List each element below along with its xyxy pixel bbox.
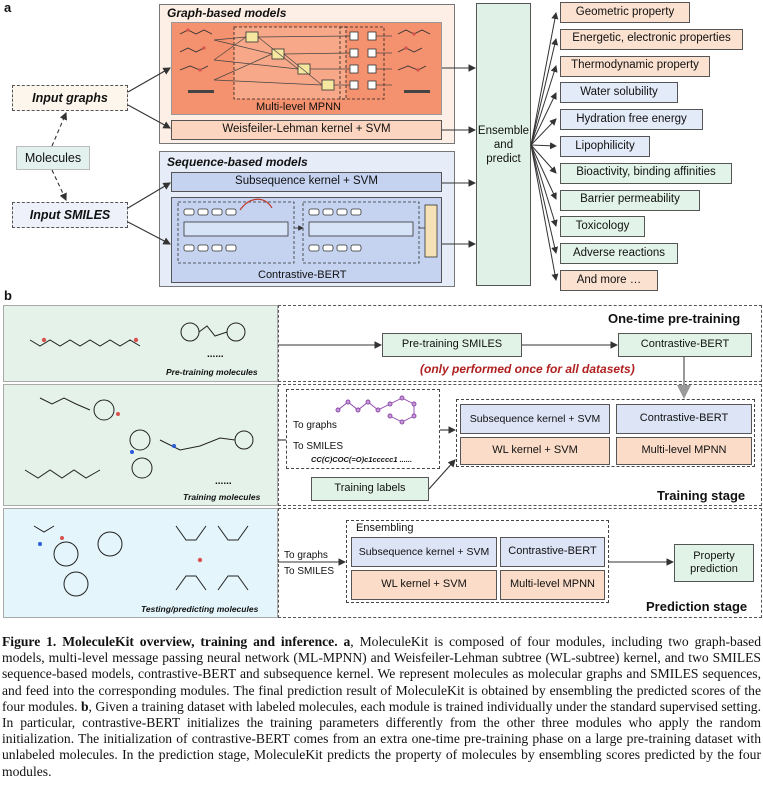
input-smiles-label: Input SMILES [29,207,111,222]
training-mpnn-label: Multi-level MPNN [641,444,727,457]
property-prediction-line-1: Property [693,550,735,562]
training-frame [278,384,762,506]
prediction-to-graphs: To graphs [284,550,328,561]
pretraining-molecules-caption: Pre-training molecules [166,367,258,377]
sequence-models-title: Sequence-based models [167,155,308,169]
molecules-box: Molecules [16,146,90,170]
panel-b-label: b [4,288,12,303]
figure-caption: Figure 1. MoleculeKit overview, training… [2,634,761,780]
property-item: Geometric property [560,2,690,23]
training-to-smiles: To SMILES [293,441,344,452]
property-label: Thermodynamic property [571,59,699,72]
graph-models-title: Graph-based models [167,6,287,20]
ensemble-to-property-arrows [530,12,559,281]
prediction-wl-box: WL kernel + SVM [351,570,497,600]
molecules-label: Molecules [24,150,82,165]
subseq-kernel-label: Subsequence kernel + SVM [235,175,378,188]
training-title: Training stage [657,488,746,503]
pretraining-ellipsis: ...... [207,349,224,360]
property-label: Water solubility [580,85,658,98]
pretraining-bert-box: Contrastive-BERT [618,333,752,357]
training-labels-box: Training labels [311,477,429,501]
ensemble-line-2: and [493,138,514,151]
training-to-graphs: To graphs [293,420,337,431]
training-input-frame [286,389,440,469]
training-molecules-caption: Training molecules [183,492,261,502]
ensembling-title: Ensembling [356,522,414,534]
property-item: Toxicology [560,216,645,238]
prediction-bert-box: Contrastive-BERT [500,537,605,567]
training-subseq-box: Subsequence kernel + SVM [460,404,610,434]
ensemble-line-1: Ensemble [477,124,530,137]
property-label: And more … [576,273,642,286]
training-smiles-example: CC(C)COC(=O)c1ccccc1 ...... [311,455,413,464]
contrastive-bert-caption: Contrastive-BERT [258,269,347,281]
training-modules-frame [456,399,755,467]
input-smiles-box: Input SMILES [12,202,128,228]
training-wl-box: WL kernel + SVM [460,437,610,465]
training-ellipsis: ...... [215,476,232,487]
caption-part-a: , MoleculeKit is composed of four module… [2,634,762,714]
property-item: Hydration free energy [560,109,703,131]
property-label: Barrier permeability [580,193,680,206]
pretraining-smiles-box: Pre-training SMILES [382,333,522,357]
pretraining-bert-label: Contrastive-BERT [640,338,730,351]
training-mpnn-box: Multi-level MPNN [616,437,752,465]
prediction-molecules-caption: Testing/predicting molecules [141,604,259,614]
ensembling-frame [346,520,609,603]
prediction-wl-label: WL kernel + SVM [381,578,467,591]
property-prediction-box: Property prediction [674,544,754,582]
property-item: Bioactivity, binding affinities [560,162,732,184]
training-bert-label: Contrastive-BERT [639,412,729,425]
caption-part-b-label: b [77,698,89,714]
prediction-bert-label: Contrastive-BERT [508,545,597,558]
property-item: Thermodynamic property [560,55,710,77]
prediction-mpnn-box: Multi-level MPNN [500,570,605,600]
wl-kernel-label: Weisfeiler-Lehman kernel + SVM [222,123,391,136]
property-label: Energetic, electronic properties [572,32,731,45]
pretraining-smiles-label: Pre-training SMILES [401,338,503,351]
property-label: Hydration free energy [576,112,687,125]
prediction-subseq-label: Subsequence kernel + SVM [358,545,490,558]
property-label: Geometric property [575,5,675,18]
training-wl-label: WL kernel + SVM [492,444,578,457]
prediction-title: Prediction stage [646,599,748,614]
caption-lead: Figure 1. [2,634,57,649]
prediction-to-smiles: To SMILES [284,566,335,577]
training-subseq-label: Subsequence kernel + SVM [469,412,601,425]
caption-part-a-label: a [337,634,351,649]
property-item: Lipophilicity [560,136,650,157]
ensemble-box: Ensemble and predict [476,3,531,286]
property-label: Toxicology [575,219,630,232]
property-label: Adverse reactions [572,246,666,259]
caption-part-b: , Given a training dataset with labeled … [2,698,761,779]
prediction-molecules-panel [3,508,278,618]
property-label: Bioactivity, binding affinities [576,166,716,179]
property-item: Adverse reactions [560,243,678,265]
input-graphs-box: Input graphs [12,85,128,111]
property-label: Lipophilicity [575,139,635,152]
prediction-mpnn-label: Multi-level MPNN [510,578,595,591]
training-labels-label: Training labels [334,482,406,495]
mpnn-caption: Multi-level MPNN [256,101,341,113]
property-prediction-line-2: prediction [690,563,738,575]
pretraining-title: One-time pre-training [608,311,741,326]
subseq-kernel-box: Subsequence kernel + SVM [171,172,442,192]
training-molecules-panel [3,384,278,506]
pretraining-note: (only performed once for all datasets) [420,362,635,376]
property-item: And more … [560,270,658,291]
input-graphs-label: Input graphs [32,90,108,105]
panel-a-label: a [4,0,12,15]
property-item: Energetic, electronic properties [560,28,743,50]
pretraining-frame [278,305,762,382]
property-item: Water solubility [560,82,678,104]
training-bert-box: Contrastive-BERT [616,404,752,434]
prediction-frame [278,508,762,618]
wl-kernel-box: Weisfeiler-Lehman kernel + SVM [171,120,442,140]
prediction-subseq-box: Subsequence kernel + SVM [351,537,497,567]
ensemble-line-3: predict [486,152,521,165]
caption-title: MoleculeKit overview, training and infer… [56,634,338,649]
property-item: Barrier permeability [560,189,700,211]
